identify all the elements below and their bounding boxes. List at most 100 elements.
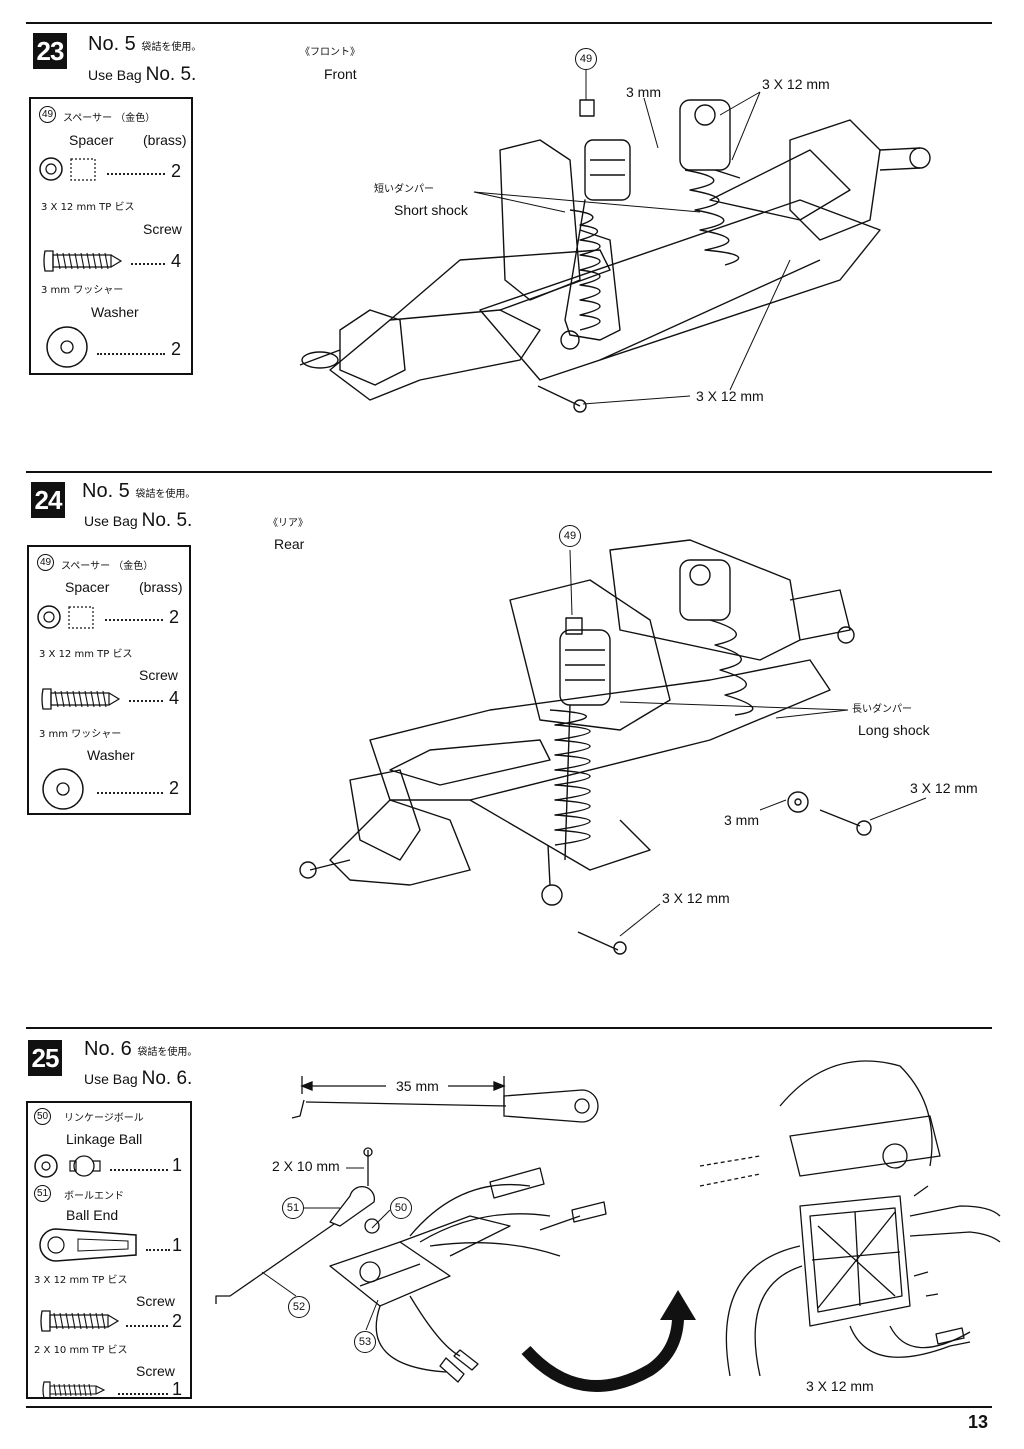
part-name-en: Ball End <box>66 1207 119 1223</box>
part-note: (brass) <box>139 579 183 595</box>
bag-prefix: Use Bag <box>84 1071 138 1087</box>
part-quantity: 1 <box>172 1379 183 1399</box>
part-name-en: Screw <box>136 1293 175 1309</box>
part-name-jp: スペーサー （金色） <box>63 113 156 124</box>
ball-end-icon <box>38 1227 142 1263</box>
bag-instruction-jp: No. 5 袋詰を使用。 <box>82 480 195 503</box>
step-number-badge: 24 <box>31 482 65 518</box>
screw-size-label: 3 X 12 mm <box>762 76 830 92</box>
screw-size-label: 3 X 12 mm <box>662 890 730 906</box>
part-quantity: 2 <box>169 607 180 627</box>
part-quantity: 4 <box>169 688 180 708</box>
parts-list-box: 49 スペーサー （金色） Spacer (brass) 2 3 X 12 mm… <box>27 545 191 815</box>
step-number-badge: 25 <box>28 1040 62 1076</box>
bag-number: No. 5. <box>141 510 193 531</box>
footer-rule <box>26 1406 992 1408</box>
front-suspension-drawing <box>280 80 940 420</box>
washer-screw-detail <box>780 780 880 850</box>
parts-list-box: 49 スペーサー （金色） Spacer (brass) 2 3 X 12 mm… <box>29 97 193 375</box>
bag-suffix: 袋詰を使用。 <box>141 42 202 53</box>
linkage-rod-drawing <box>286 1066 616 1136</box>
bag-number: No. 5 <box>82 480 130 502</box>
shock-label-en: Long shock <box>858 722 930 738</box>
washer-size-label: 3 mm <box>724 812 759 828</box>
bag-suffix: 袋詰を使用。 <box>137 1047 198 1058</box>
leader-dots <box>97 792 163 794</box>
shock-label-jp: 長いダンパー <box>852 704 912 715</box>
bag-instruction-jp: No. 5 袋詰を使用。 <box>88 33 201 56</box>
section-divider-top <box>26 22 992 24</box>
part-name-en: Spacer <box>69 132 114 148</box>
part-quantity: 2 <box>171 339 182 359</box>
view-label-jp: 《リア》 <box>268 518 308 529</box>
part-callout: 51 <box>34 1185 51 1203</box>
leader-dots <box>97 353 165 355</box>
leader-lines <box>0 480 1024 960</box>
bag-suffix: 袋詰を使用。 <box>135 489 196 500</box>
view-label-jp: 《フロント》 <box>300 47 360 58</box>
leader-lines <box>0 1140 700 1360</box>
view-label-en: Front <box>324 66 357 82</box>
bag-number: No. 6. <box>141 1068 193 1089</box>
screw-size-label: 3 X 12 mm <box>910 780 978 796</box>
part-name-jp: 2 X 10 mm TP ビス <box>34 1345 128 1356</box>
parts-list-box: 50 リンケージボール Linkage Ball 1 51 ボールエンド Bal… <box>26 1101 192 1399</box>
part-quantity: 2 <box>171 161 182 181</box>
callout-52: 52 <box>288 1296 310 1318</box>
part-name-jp: 3 mm ワッシャー <box>41 285 124 296</box>
part-name-en: Screw <box>136 1363 175 1379</box>
screw-icon <box>40 1309 120 1333</box>
callout-49: 49 <box>575 48 597 70</box>
leader-dots <box>146 1249 170 1251</box>
part-name-jp: 3 X 12 mm TP ビス <box>41 202 135 213</box>
screw-size-label: 2 X 10 mm <box>272 1158 340 1174</box>
part-name-jp: 3 mm ワッシャー <box>39 729 122 740</box>
part-quantity: 4 <box>171 251 182 271</box>
linkage-ball-icon <box>34 1153 108 1179</box>
washer-icon <box>45 325 89 369</box>
part-name-en: Linkage Ball <box>66 1131 143 1147</box>
leader-lines <box>0 0 1024 460</box>
spacer-icon <box>37 605 101 631</box>
part-name-jp: スペーサー （金色） <box>61 561 154 572</box>
spacer-icon <box>39 157 103 183</box>
part-quantity: 2 <box>172 1311 183 1331</box>
shock-label-en: Short shock <box>394 202 468 218</box>
callout-50: 50 <box>390 1197 412 1219</box>
small-screw-icon <box>42 1381 106 1399</box>
section-divider-middle <box>26 471 992 473</box>
bag-prefix: Use Bag <box>88 67 142 83</box>
leader-dots <box>110 1169 168 1171</box>
bag-number: No. 5. <box>145 64 197 85</box>
part-name-en: Washer <box>91 304 139 320</box>
bag-prefix: Use Bag <box>84 513 138 529</box>
part-quantity: 1 <box>172 1155 183 1175</box>
part-name-en: Spacer <box>65 579 110 595</box>
leader-dots <box>107 173 165 175</box>
screw-icon <box>43 249 123 273</box>
leader-dots <box>129 700 163 702</box>
section-divider-bottom <box>26 1027 992 1029</box>
part-name-en: Washer <box>87 747 135 763</box>
callout-51: 51 <box>282 1197 304 1219</box>
bag-instruction-jp: No. 6 袋詰を使用。 <box>84 1038 197 1061</box>
part-name-en: Screw <box>139 667 178 683</box>
leader-dots <box>118 1393 168 1395</box>
esc-linkage-drawing <box>210 1146 630 1396</box>
part-name-jp: 3 X 12 mm TP ビス <box>34 1275 128 1286</box>
part-name-en: Screw <box>143 221 182 237</box>
bag-number: No. 6 <box>84 1038 132 1060</box>
rod-length-label: 35 mm <box>396 1078 439 1094</box>
bag-instruction-en: Use Bag No. 6. <box>84 1068 192 1090</box>
rear-suspension-drawing <box>290 540 870 960</box>
bag-number: No. 5 <box>88 33 136 55</box>
part-note: (brass) <box>143 132 187 148</box>
part-quantity: 1 <box>172 1235 183 1255</box>
leader-dots <box>105 619 163 621</box>
bag-instruction-en: Use Bag No. 5. <box>88 64 196 86</box>
part-name-jp: リンケージボール <box>64 1113 144 1124</box>
screw-size-label: 3 X 12 mm <box>696 388 764 404</box>
leader-dots <box>131 263 165 265</box>
spacer-size-label: 3 mm <box>626 84 661 100</box>
leader-dots <box>126 1325 168 1327</box>
